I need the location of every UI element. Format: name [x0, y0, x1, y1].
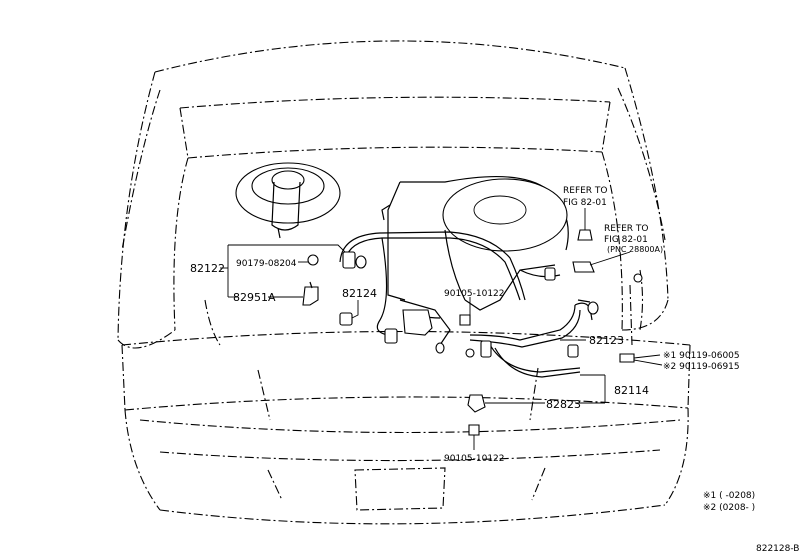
label-82122: 82122 — [190, 262, 225, 275]
wire-harness-main — [339, 231, 644, 378]
label-82124: 82124 — [342, 287, 377, 300]
connectors — [302, 229, 643, 436]
car-body-outline — [117, 40, 691, 525]
label-82114: 82114 — [614, 384, 649, 397]
bolt-label-2: ※2 90119-06915 — [663, 362, 740, 372]
figure-id: 822128-B — [756, 544, 799, 554]
label-90179-08204: 90179-08204 — [236, 259, 297, 269]
refer-fig-label-2: FIG 82-01 — [604, 235, 648, 245]
label-82123: 82123 — [589, 334, 624, 347]
label-82951a: 82951A — [233, 291, 276, 304]
refer-to-label-2: REFER TO — [604, 224, 649, 234]
brake-booster — [235, 162, 341, 239]
refer-pnc-label: (PNC 28800A) — [607, 245, 663, 254]
label-90105-10122-top: 90105-10122 — [444, 289, 505, 299]
engine-block — [381, 175, 569, 346]
label-82823: 82823 — [546, 398, 581, 411]
label-90105-10122-bottom: 90105-10122 — [444, 454, 505, 464]
footnote-1: ※1 ( -0208) — [703, 491, 755, 501]
bolt-label-1: ※1 90119-06005 — [663, 351, 740, 361]
leader-lines — [220, 208, 663, 450]
footnote-2: ※2 (0208- ) — [703, 503, 755, 513]
refer-to-label-1: REFER TO — [563, 186, 608, 196]
refer-fig-label-1: FIG 82-01 — [563, 198, 607, 208]
part-labels: 82122 90179-08204 82951A 82124 90105-101… — [190, 186, 799, 554]
